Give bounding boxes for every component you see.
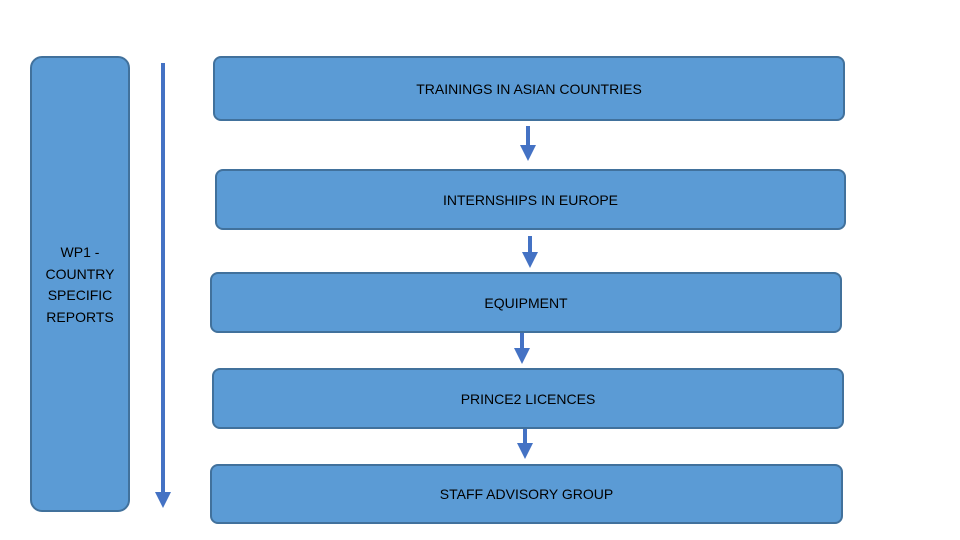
step-trainings-label: TRAININGS IN ASIAN COUNTRIES [416,80,642,97]
step-equipment: EQUIPMENT [210,272,842,333]
step-trainings: TRAININGS IN ASIAN COUNTRIES [213,56,845,121]
step-internships-label: INTERNSHIPS IN EUROPE [442,191,619,208]
step-equipment-label: EQUIPMENT [484,294,568,311]
step-internships: INTERNSHIPS IN EUROPE [215,169,846,230]
step-staff-advisory-group-label: STAFF ADVISORY GROUP [439,486,614,502]
side-panel [30,56,130,512]
step-prince2-licences: PRINCE2 LICENCES [212,368,844,429]
side-panel-label: WP1 - COUNTRY SPECIFIC REPORTS [45,244,115,325]
step-prince2-licences-label: PRINCE2 LICENCES [460,390,596,407]
step-staff-advisory-group: STAFF ADVISORY GROUP [210,464,843,524]
